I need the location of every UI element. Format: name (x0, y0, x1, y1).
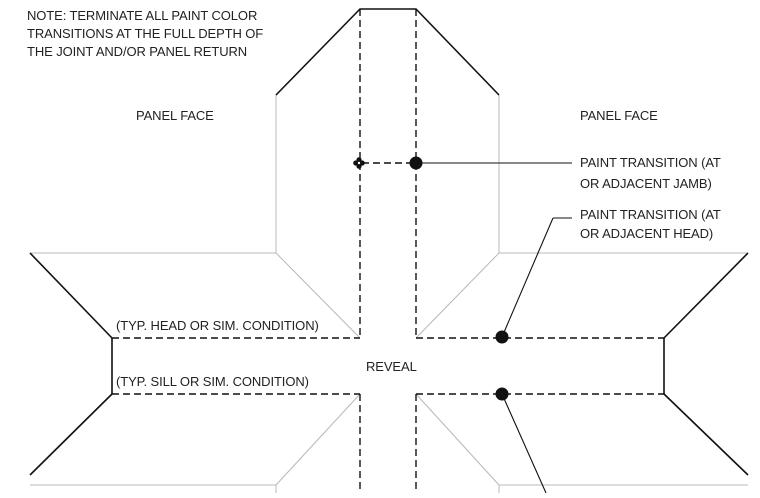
head-callout-line-1: PAINT TRANSITION (AT (580, 207, 721, 222)
panel-face-left-label: PANEL FACE (136, 108, 214, 123)
head-transition-dot (495, 330, 509, 344)
typ-sill-label: (TYP. SILL OR SIM. CONDITION) (116, 374, 309, 389)
arrowhead-icon (353, 157, 365, 169)
jamb-callout-line-2: OR ADJACENT JAMB) (580, 176, 712, 191)
sill-transition-dot (495, 387, 509, 401)
note-line-3: THE JOINT AND/OR PANEL RETURN (27, 44, 247, 59)
reveal-label: REVEAL (366, 359, 417, 374)
typ-head-label: (TYP. HEAD OR SIM. CONDITION) (116, 318, 319, 333)
general-note: NOTE: TERMINATE ALL PAINT COLOR TRANSITI… (27, 8, 263, 59)
transition-markers (353, 156, 509, 401)
jamb-callout: PAINT TRANSITION (AT OR ADJACENT JAMB) (580, 155, 721, 191)
note-line-1: NOTE: TERMINATE ALL PAINT COLOR (27, 8, 257, 23)
panel-face-right-label: PANEL FACE (580, 108, 658, 123)
jamb-callout-line-1: PAINT TRANSITION (AT (580, 155, 721, 170)
reveal-dashed-lines (112, 9, 664, 493)
head-callout-line-2: OR ADJACENT HEAD) (580, 226, 713, 241)
callout-leaders (416, 162, 572, 494)
outer-outline (29, 8, 749, 476)
head-callout: PAINT TRANSITION (AT OR ADJACENT HEAD) (580, 207, 721, 241)
note-line-2: TRANSITIONS AT THE FULL DEPTH OF (27, 26, 263, 41)
panel-edges (30, 95, 748, 493)
jamb-transition-dot (409, 156, 423, 170)
